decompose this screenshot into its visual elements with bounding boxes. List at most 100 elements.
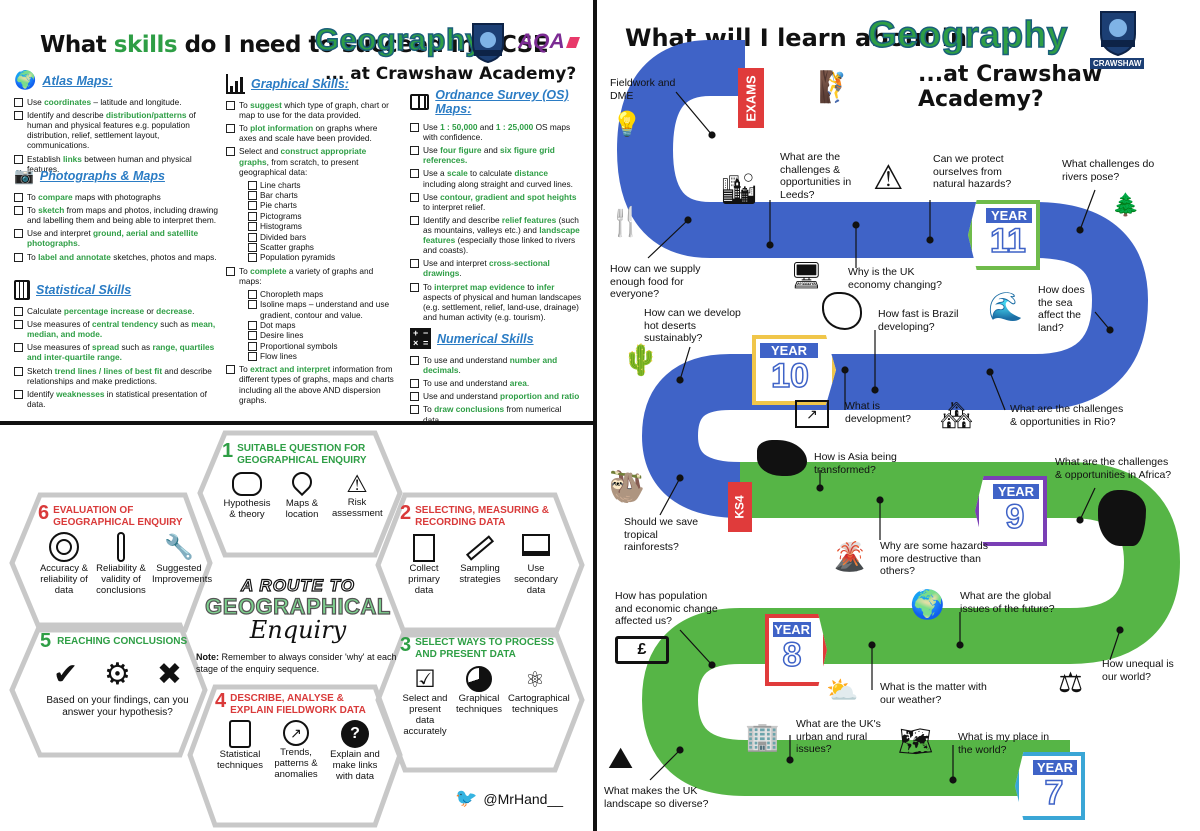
development-chart-icon: ↗ xyxy=(795,400,829,428)
exams-tag: EXAMS xyxy=(738,68,764,128)
waves-icon: 🌊 xyxy=(988,291,1023,322)
target-icon xyxy=(49,532,79,562)
list-item: Flow lines xyxy=(248,351,396,362)
checkbox-icon: ☑ xyxy=(414,666,436,693)
list-item: Line charts xyxy=(248,180,396,191)
volcano-icon: 🌋 xyxy=(832,541,867,572)
list-item: Calculate percentage increase or decreas… xyxy=(14,306,219,317)
camera-icon: 📷 xyxy=(14,168,34,185)
list-item: To use and understand area. xyxy=(410,378,582,389)
hex2-content: 2 SELECTING, MEASURING & RECORDING DATA … xyxy=(400,502,558,596)
stairs-person-icon: 🧗 xyxy=(818,71,856,104)
ks4-tag: KS4 xyxy=(728,482,752,532)
list-item: Divided bars xyxy=(248,232,396,242)
aqa-logo: AQA xyxy=(518,30,580,54)
trend-icon: ↗ xyxy=(283,720,309,746)
list-item: To suggest which type of graph, chart or… xyxy=(226,100,396,120)
vertical-divider xyxy=(593,0,597,831)
checkmark-icon: ✔ xyxy=(52,658,79,691)
river-icon: 🌲 xyxy=(1112,192,1140,217)
pie-chart-icon xyxy=(466,666,492,692)
warning-icon: ⚠ xyxy=(873,159,904,197)
photos-list: To compare maps with photographs To sket… xyxy=(14,192,219,262)
question-food: How can we supply enough food for everyo… xyxy=(610,263,701,301)
list-item: To complete a variety of graphs and maps… xyxy=(226,266,396,286)
list-item: Identify and describe relief features (s… xyxy=(410,215,582,255)
map-pin-icon: 🗺 xyxy=(898,726,934,757)
map-types-list: Choropleth maps Isoline maps – understan… xyxy=(226,289,396,362)
list-item: To label and annotate sketches, photos a… xyxy=(14,252,219,262)
question-place: What is my place in the world? xyxy=(958,731,1050,756)
calculator-icon xyxy=(14,280,30,300)
computer-icon xyxy=(522,534,550,556)
list-item: To draw conclusions from numerical data. xyxy=(410,404,582,425)
route-title-c: Enquiry xyxy=(249,616,347,644)
clipboard-icon xyxy=(413,534,435,562)
globe-icon: 🌍 xyxy=(14,70,37,90)
desert-sun-icon: 🌵 xyxy=(622,344,660,377)
cross-icon: ✖ xyxy=(156,658,183,691)
list-item: Pie charts xyxy=(248,200,396,211)
question-asia: How is Asia being transformed? xyxy=(814,451,897,476)
question-urban: What are the UK's urban and rural issues… xyxy=(796,718,881,756)
question-leeds: What are the challenges & opportunities … xyxy=(780,151,852,201)
city-skyline-icon: 🏙 xyxy=(720,173,759,206)
question-brazil: How fast is Brazil developing? xyxy=(878,308,959,333)
question-global: What are the global issues of the future… xyxy=(960,590,1055,615)
atlas-list: Use coordinates – latitude and longitude… xyxy=(14,97,219,174)
skills-subtitle: ... at Crawshaw Academy? xyxy=(325,64,577,84)
num-list: To use and understand number and decimal… xyxy=(410,355,582,425)
question-rainforests: Should we save tropical rainforests? xyxy=(624,516,699,554)
list-item: Choropleth maps xyxy=(248,289,396,300)
list-item: Use a scale to calculate distance includ… xyxy=(410,168,582,189)
thermometer-icon xyxy=(117,532,125,562)
stats-section: Statistical Skills Calculate percentage … xyxy=(14,280,219,412)
list-item: Histograms xyxy=(248,221,396,232)
africa-map-icon xyxy=(1098,490,1146,546)
year-9-marker: YEAR 9 xyxy=(975,476,1047,546)
hex3-content: 3 SELECT WAYS TO PROCESS AND PRESENT DAT… xyxy=(400,634,570,737)
money-icon: £ xyxy=(615,636,669,664)
scales-icon: ⚖ xyxy=(1058,667,1084,698)
landscape-icon: ⛰ xyxy=(608,742,634,775)
list-item: Use contour, gradient and spot heights t… xyxy=(410,192,582,212)
list-item: To extract and interpret information fro… xyxy=(226,364,396,405)
connector-lines xyxy=(647,91,1124,784)
favela-icon: 🏘 xyxy=(940,400,974,430)
twitter-handle[interactable]: 🐦 @MrHand__ xyxy=(455,788,563,808)
calculator-icon xyxy=(229,720,251,748)
question-africa: What are the challenges & opportunities … xyxy=(1055,456,1172,481)
map-icon xyxy=(410,94,430,110)
globe-icon: 🌍 xyxy=(910,589,945,620)
question-unequal: How unequal is our world? xyxy=(1102,658,1174,683)
list-item: Select and construct appropriate graphs,… xyxy=(226,146,396,177)
question-development: What is development? xyxy=(845,400,911,425)
route-title-a: A ROUTE TO xyxy=(240,575,355,595)
bar-chart-icon xyxy=(226,74,245,94)
twitter-bird-icon: 🐦 xyxy=(455,788,478,808)
wrench-icon: 🔧 xyxy=(164,534,194,561)
route-title-b: GEOGRAPHICAL xyxy=(205,593,391,619)
head-gears-icon: ⚙ xyxy=(104,658,131,691)
question-rio: What are the challenges & opportunities … xyxy=(1010,403,1124,428)
question-weather: What is the matter with our weather? xyxy=(880,681,987,706)
hex-5 xyxy=(9,622,208,758)
hex4-content: 4 DESCRIBE, ANALYSE & EXPLAIN FIELDWORK … xyxy=(215,690,380,782)
list-item: Use four figure and six figure grid refe… xyxy=(410,145,582,165)
asia-map-icon xyxy=(757,440,807,476)
hex-1 xyxy=(197,430,403,558)
list-item: Use 1 : 50,000 and 1 : 25,000 OS maps wi… xyxy=(410,122,582,142)
list-item: Proportional symbols xyxy=(248,341,396,352)
hex1-content: 1 SUITABLE QUESTION FOR GEOGRAPHICAL ENQ… xyxy=(222,440,383,520)
horizontal-divider xyxy=(0,421,593,425)
warning-icon: ⚠ xyxy=(346,471,368,498)
sloth-icon: 🦥 xyxy=(608,471,646,504)
hex-4 xyxy=(187,684,403,828)
location-pin-icon xyxy=(287,467,317,497)
journey-title-geography: Geography xyxy=(867,13,1068,56)
year-7-marker: YEAR 7 xyxy=(1015,752,1085,820)
ruler-icon xyxy=(465,535,495,561)
list-item: Establish links between human and physic… xyxy=(14,154,219,174)
list-item: To compare maps with photographs xyxy=(14,192,219,203)
computer-icon: 🖥 xyxy=(790,260,824,290)
